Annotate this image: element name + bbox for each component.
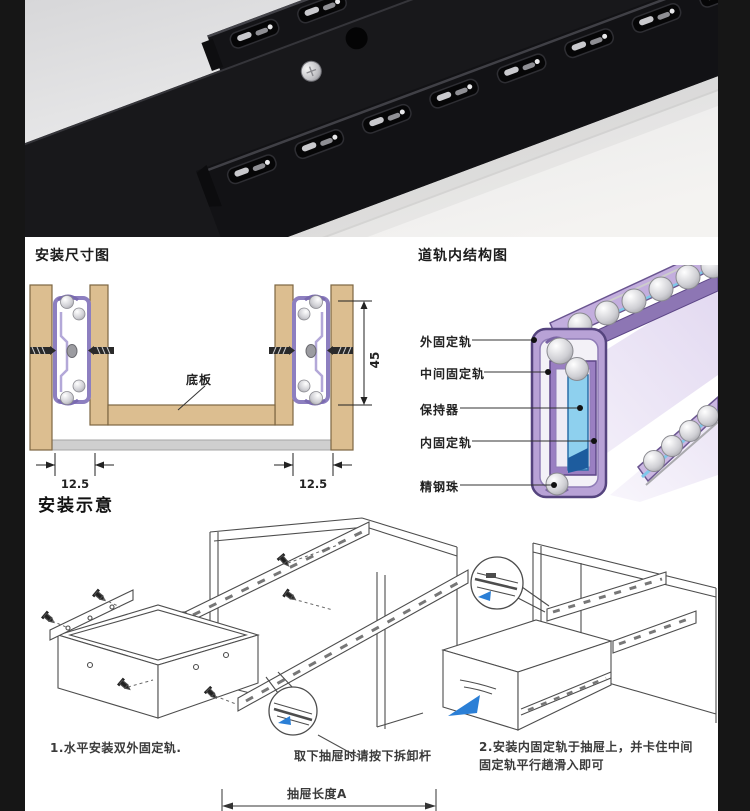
release-lever-arrow [278,716,291,725]
step2-caption-line1: 2.安装内固定轨于抽屉上，并卡住中间 [479,740,693,754]
dimension-diagram-title: 安装尺寸图 [35,248,110,264]
drawer-length-dimension [221,789,437,811]
height-dimension-value: 45 [368,352,382,369]
step2-caption-line2: 固定轨平行趟滑入即可 [479,758,605,772]
label-outer-fixed-rail: 外固定轨 [420,335,473,349]
latch-arrow [478,591,491,601]
illustration-2 [441,542,717,731]
label-inner-fixed-rail: 内固定轨 [420,436,473,450]
left-black-bar [0,0,25,811]
label-steel-balls: 精钢珠 [420,480,460,494]
detach-note: 取下抽屉时请按下拆卸杆 [294,749,432,763]
structure-anchor-dots [531,337,597,488]
steel-ball [546,337,574,365]
right-black-bar [718,0,750,811]
illustration-1 [40,517,469,736]
product-photo [25,0,718,237]
right-offset-dimension [274,453,352,476]
left-offset-value: 12.5 [61,477,89,491]
drawer-slide-photo-art [25,0,718,237]
installation-title: 安装示意 [38,496,114,516]
left-offset-dimension [36,453,114,476]
step1-caption: 1.水平安装双外固定轨. [50,741,182,755]
steel-ball [545,472,569,496]
right-offset-value: 12.5 [299,477,327,491]
label-middle-fixed-rail: 中间固定轨 [420,367,486,381]
structure-diagram [460,265,718,502]
slide-direction-arrow [448,695,480,716]
bottom-plate [107,404,276,426]
height-dimension [338,300,372,406]
installation-art [40,517,717,811]
structure-diagram-title: 道轨内结构图 [418,248,508,264]
label-retainer: 保持器 [420,403,460,417]
bottom-plate-label: 底板 [186,373,213,387]
slide-rail-assembly [25,0,718,237]
rail-hole [345,27,368,50]
dimension-diagram: 45 12.5 12.5 [28,284,382,491]
drawer-length-label: 抽屉长度A [287,787,347,801]
wood-boards [29,284,354,451]
base-strip [51,439,332,451]
structure-leader-lines [460,339,594,486]
